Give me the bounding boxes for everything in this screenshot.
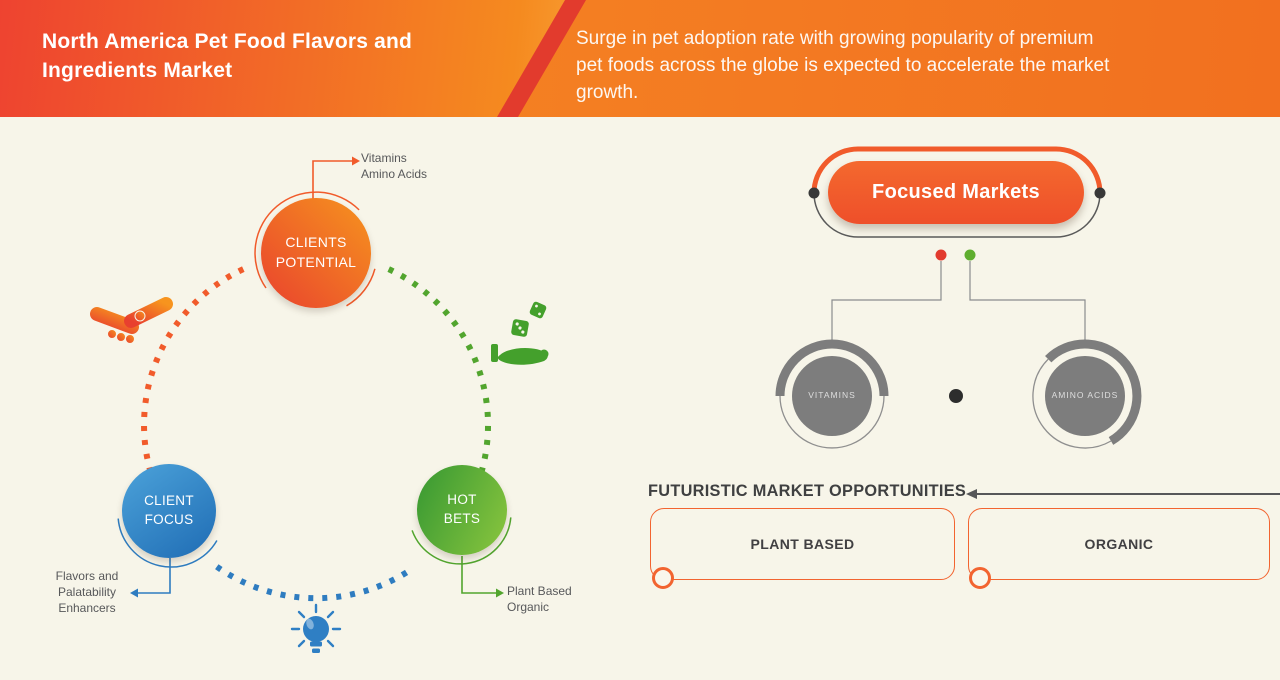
header-left-panel bbox=[0, 0, 565, 117]
vitamins-label: VITAMINS bbox=[808, 390, 856, 400]
plant-based-ring-icon bbox=[652, 567, 674, 589]
hot-bets-callout: Plant Based Organic bbox=[507, 584, 572, 614]
left-end-dot bbox=[808, 187, 820, 199]
amino-acids-label: AMINO ACIDS bbox=[1051, 390, 1119, 400]
red-branch-dot bbox=[935, 249, 947, 261]
clients-potential-node: CLIENTS POTENTIAL bbox=[261, 198, 371, 308]
green-dotted-arc bbox=[387, 266, 492, 477]
right-end-dot bbox=[1094, 187, 1106, 199]
hot-bets-node: HOT BETS bbox=[417, 465, 507, 555]
client-focus-callout: Flavors and Palatability Enhancers bbox=[55, 569, 119, 615]
plant-based-box: PLANT BASED bbox=[650, 508, 955, 580]
opportunities-arrow bbox=[966, 489, 1280, 499]
green-branch-dot bbox=[964, 249, 976, 261]
lightbulb-icon bbox=[290, 603, 342, 653]
organic-box: ORGANIC bbox=[968, 508, 1270, 580]
header-banner: North America Pet Food Flavors and Ingre… bbox=[0, 0, 1280, 117]
page-subtitle: Surge in pet adoption rate with growing … bbox=[576, 28, 1110, 103]
blue-dotted-arc bbox=[215, 564, 412, 602]
client-focus-node: CLIENT FOCUS bbox=[122, 464, 216, 558]
focused-markets-pill: Focused Markets bbox=[828, 161, 1084, 224]
dice-hand-icon bbox=[491, 301, 549, 365]
organic-ring-icon bbox=[969, 567, 991, 589]
clients-potential-callout: Vitamins Amino Acids bbox=[361, 151, 428, 181]
opportunities-heading: FUTURISTIC MARKET OPPORTUNITIES bbox=[648, 481, 967, 500]
focused-markets-branches bbox=[831, 261, 1086, 343]
center-dot bbox=[949, 389, 963, 403]
handshake-icon bbox=[90, 297, 173, 344]
page-title: North America Pet Food Flavors and Ingre… bbox=[42, 30, 413, 82]
orange-dotted-arc bbox=[141, 266, 245, 471]
